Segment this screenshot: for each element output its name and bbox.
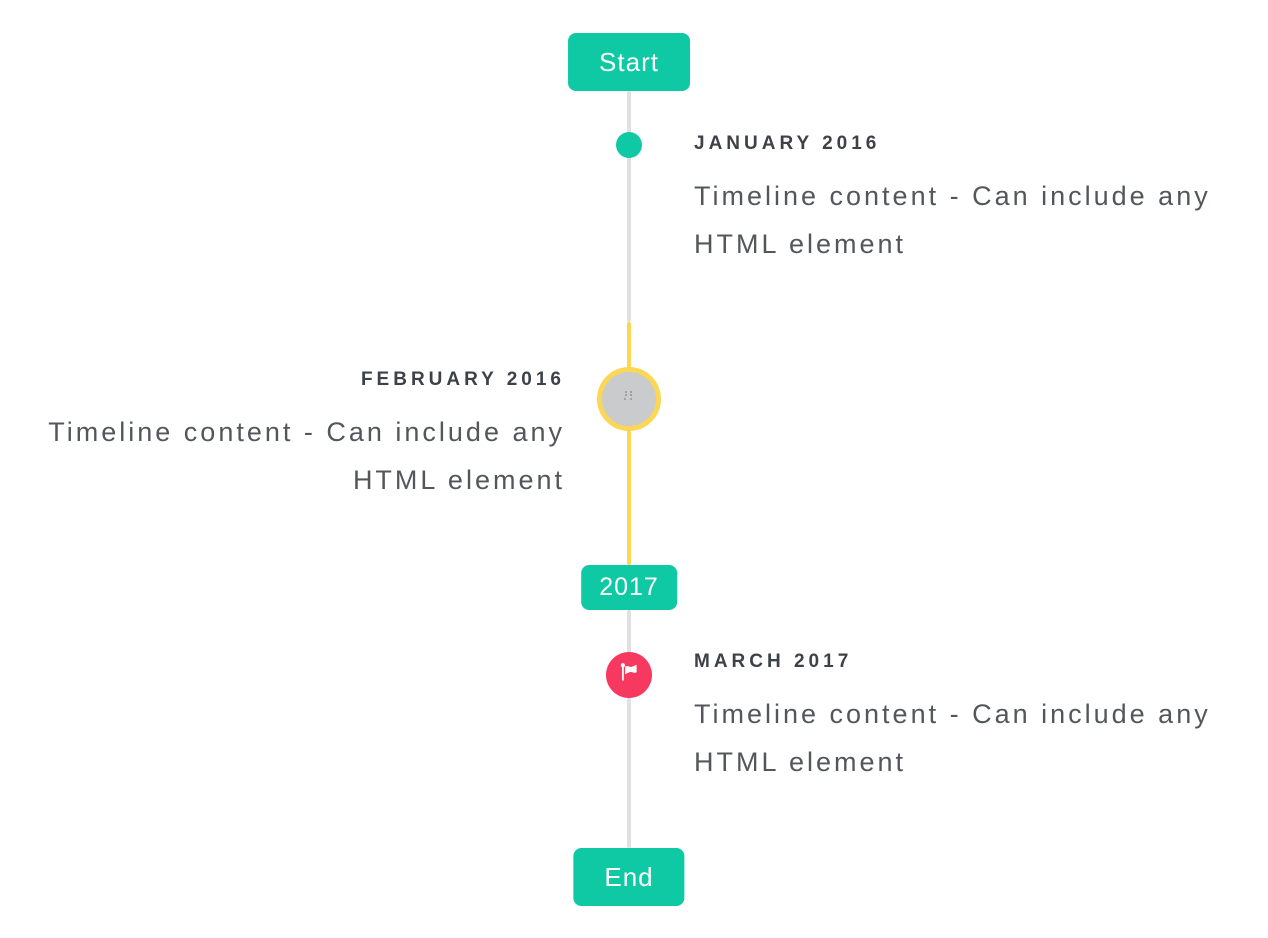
entry-content: Timeline content - Can include any HTML … xyxy=(694,181,1211,259)
broken-image-icon xyxy=(621,390,637,409)
timeline-marker-ring-february xyxy=(597,367,661,431)
timeline-line-segment-top xyxy=(627,91,631,322)
timeline-marker-flag-march xyxy=(606,652,652,698)
timeline-line-segment-middle-yellow xyxy=(627,322,631,565)
end-badge: End xyxy=(573,848,685,906)
flag-icon xyxy=(618,661,641,689)
entry-title: FEBRUARY 2016 xyxy=(360,369,565,390)
timeline-entry-january-2016: JANUARY 2016 Timeline content - Can incl… xyxy=(694,133,1234,268)
timeline-entry-february-2016: FEBRUARY 2016 Timeline content - Can inc… xyxy=(25,369,565,504)
entry-content: Timeline content - Can include any HTML … xyxy=(48,417,565,495)
entry-title: JANUARY 2016 xyxy=(694,133,881,154)
entry-content: Timeline content - Can include any HTML … xyxy=(694,699,1211,777)
timeline-marker-dot-january xyxy=(616,132,642,158)
start-badge: Start xyxy=(568,33,690,91)
year-badge-2017: 2017 xyxy=(581,565,677,610)
entry-title: MARCH 2017 xyxy=(694,651,853,672)
timeline-line-segment-bottom xyxy=(627,610,631,848)
timeline-entry-march-2017: MARCH 2017 Timeline content - Can includ… xyxy=(694,651,1234,786)
